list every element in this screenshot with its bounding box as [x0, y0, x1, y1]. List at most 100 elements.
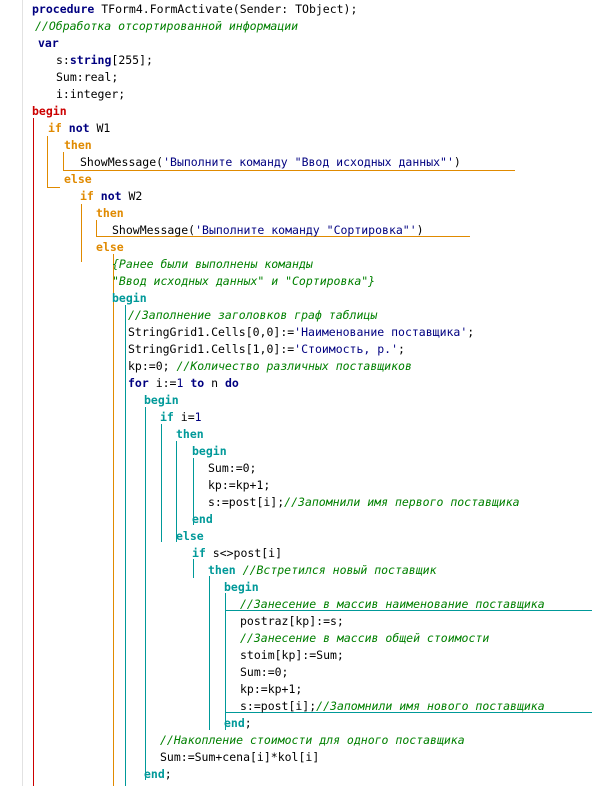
code-line[interactable]: end;: [144, 766, 172, 783]
code-token: 'Выполните команду "Сортировка"': [195, 223, 417, 237]
code-line[interactable]: //Обработка отсортированной информации: [35, 18, 298, 35]
code-token: else: [64, 172, 92, 186]
code-token: [62, 121, 69, 135]
code-token: begin: [192, 444, 227, 458]
code-token: else: [96, 240, 124, 254]
code-line[interactable]: else: [176, 528, 204, 545]
code-token: n: [204, 376, 225, 390]
code-line[interactable]: then: [64, 137, 92, 154]
code-token: 1: [194, 410, 202, 424]
code-token: //Запомнили имя нового поставщика: [316, 699, 545, 713]
code-line[interactable]: if not W2: [80, 188, 142, 205]
code-token: i:=: [148, 376, 177, 390]
code-line[interactable]: StringGrid1.Cells[1,0]:='Стоимость, р.';: [128, 341, 405, 358]
block-guide-vertical: [47, 136, 48, 187]
code-token: end: [224, 716, 245, 730]
code-line[interactable]: then //Встретился новый поставщик: [208, 562, 437, 579]
block-guide-vertical: [225, 593, 226, 730]
code-token: ShowMessage(: [80, 155, 164, 169]
code-line[interactable]: begin: [112, 290, 147, 307]
code-line[interactable]: if i=1: [160, 409, 202, 426]
code-token: s<>post[i]: [205, 546, 283, 560]
code-line[interactable]: kp:=kp+1;: [208, 477, 270, 494]
code-line[interactable]: s:=post[i];//Запомнили имя нового постав…: [240, 698, 545, 715]
code-line[interactable]: Sum:real;: [56, 69, 118, 86]
block-guide-horizontal: [63, 170, 515, 171]
code-token: then: [208, 563, 236, 577]
code-token: begin: [144, 393, 179, 407]
block-guide-horizontal: [225, 712, 592, 713]
code-line[interactable]: if not W1: [48, 120, 110, 137]
code-line[interactable]: procedure TForm4.FormActivate(Sender: TO…: [32, 1, 357, 18]
code-line[interactable]: //Заполнение заголовков граф таблицы: [128, 307, 377, 324]
code-token: [236, 563, 243, 577]
code-line[interactable]: //Занесение в массив наименование постав…: [240, 596, 545, 613]
block-guide-vertical: [113, 254, 114, 786]
code-line[interactable]: Sum:=Sum+cena[i]*kol[i]: [160, 749, 319, 766]
code-token: //Накопление стоимости для одного постав…: [160, 733, 465, 747]
code-line[interactable]: {Ранее были выполнены команды: [112, 256, 313, 273]
block-guide-vertical: [125, 305, 126, 786]
code-line[interactable]: kp:=kp+1;: [240, 681, 302, 698]
code-token: else: [176, 529, 204, 543]
code-line[interactable]: var: [38, 35, 59, 52]
code-line[interactable]: ShowMessage('Выполните команду "Сортиров…: [112, 222, 424, 239]
block-guide-vertical: [81, 204, 82, 262]
code-token: ShowMessage(: [112, 223, 196, 237]
code-line[interactable]: "Ввод исходных данных" и "Сортировка"}: [112, 273, 375, 290]
code-token: s:=post[i];: [208, 495, 285, 509]
code-line[interactable]: begin: [144, 392, 179, 409]
code-token: Sum:=Sum+cena[i]*kol[i]: [160, 750, 320, 764]
block-guide-vertical: [176, 441, 177, 542]
code-token: procedure: [32, 2, 95, 16]
code-line[interactable]: for i:=1 to n do: [128, 375, 239, 392]
code-token: kp:=kp+1;: [208, 478, 271, 492]
code-line[interactable]: begin: [224, 579, 259, 596]
block-guide-horizontal: [47, 187, 60, 188]
code-token: s:=post[i];: [240, 699, 317, 713]
code-line[interactable]: stoim[kp]:=Sum;: [240, 647, 344, 664]
code-token: ;: [398, 342, 405, 356]
code-token: 'Выполните команду "Ввод исходных данных…: [163, 155, 454, 169]
code-token: s:: [56, 53, 70, 67]
code-token: //Заполнение заголовков граф таблицы: [128, 308, 378, 322]
code-line[interactable]: Sum:=0;: [208, 460, 256, 477]
code-token: not: [100, 189, 122, 203]
block-guide-vertical: [63, 152, 64, 170]
code-line[interactable]: end;: [224, 715, 252, 732]
code-line[interactable]: kp:=0; //Количество различных поставщико…: [128, 358, 412, 375]
code-line[interactable]: s:string[255];: [56, 52, 153, 69]
code-line[interactable]: ShowMessage('Выполните команду "Ввод исх…: [80, 154, 461, 171]
code-line[interactable]: end: [192, 511, 213, 528]
code-token: kp:=0;: [128, 359, 177, 373]
block-guide-horizontal: [96, 236, 470, 237]
code-token: [255];: [111, 53, 153, 67]
code-token: for: [128, 376, 149, 390]
code-line[interactable]: //Занесение в массив общей стоимости: [240, 630, 489, 647]
code-token: i=: [173, 410, 195, 424]
code-line[interactable]: postraz[kp]:=s;: [240, 613, 344, 630]
code-token: //Занесение в массив наименование постав…: [240, 597, 545, 611]
code-line[interactable]: //Накопление стоимости для одного постав…: [160, 732, 465, 749]
code-line[interactable]: if s<>post[i]: [192, 545, 282, 562]
code-token: then: [176, 427, 204, 441]
code-line[interactable]: StringGrid1.Cells[0,0]:='Наименование по…: [128, 324, 474, 341]
code-line[interactable]: else: [64, 171, 92, 188]
code-token: Sum:=0;: [240, 665, 289, 679]
code-line[interactable]: i:integer;: [56, 86, 125, 103]
code-token: 1: [176, 376, 184, 390]
code-line[interactable]: s:=post[i];//Запомнили имя первого поста…: [208, 494, 520, 511]
code-line[interactable]: then: [96, 205, 124, 222]
code-token: kp:=kp+1;: [240, 682, 303, 696]
code-line[interactable]: begin: [192, 443, 227, 460]
code-line[interactable]: Sum:=0;: [240, 664, 288, 681]
code-line[interactable]: begin: [32, 103, 67, 120]
code-token: //Запомнили имя первого поставщика: [284, 495, 520, 509]
code-token: i:integer;: [56, 87, 126, 101]
block-guide-vertical: [96, 220, 97, 236]
code-line[interactable]: then: [176, 426, 204, 443]
code-token: StringGrid1.Cells[0,0]:=: [128, 325, 295, 339]
code-line[interactable]: else: [96, 239, 124, 256]
code-token: "Ввод исходных данных" и "Сортировка"}: [112, 274, 376, 288]
